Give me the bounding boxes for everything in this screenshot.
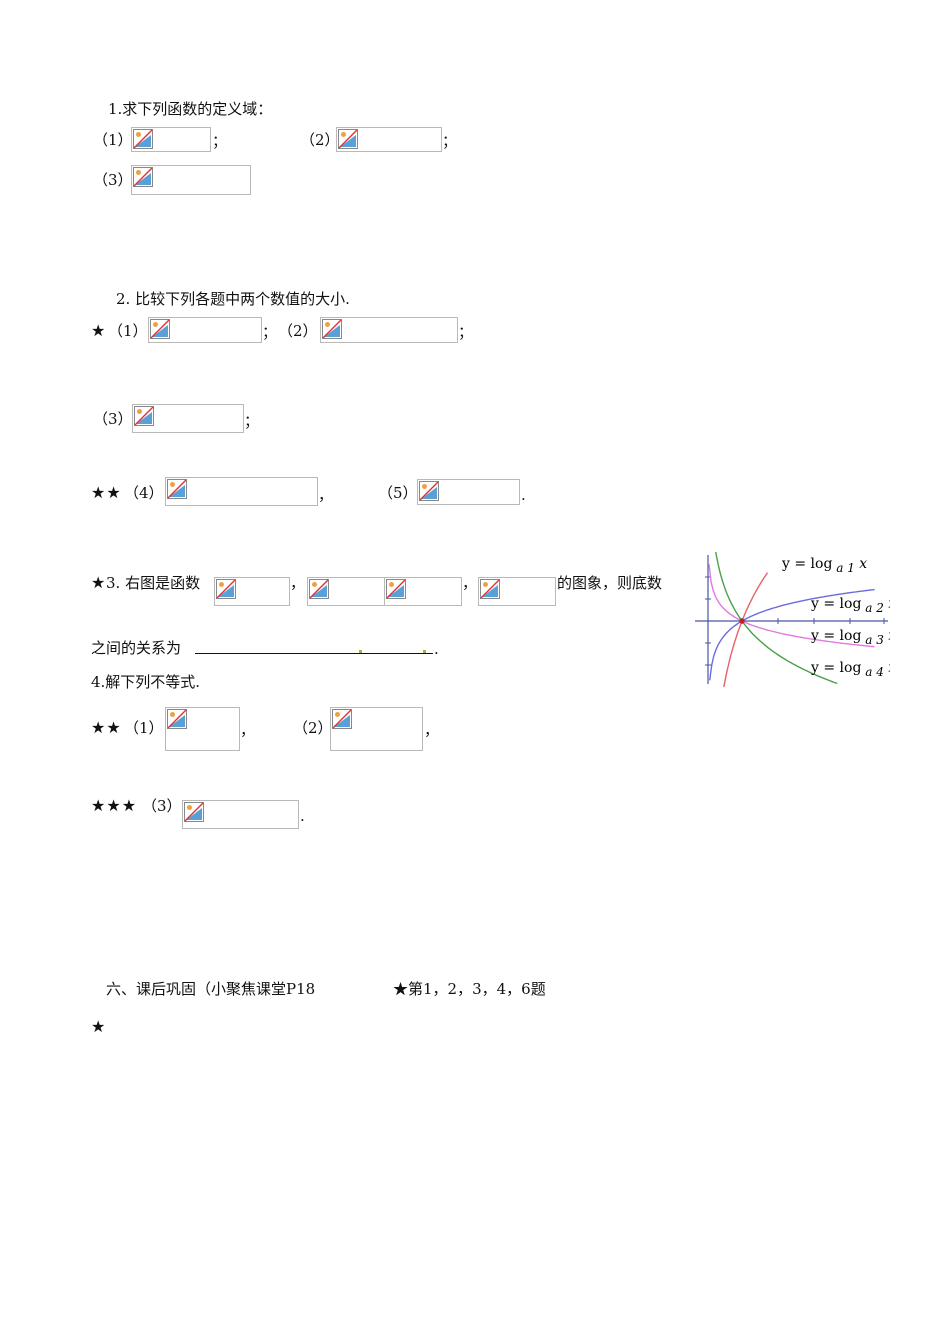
q3-text-c: 之间的关系为: [91, 639, 182, 657]
q4-item1-label: （1）: [124, 719, 164, 737]
broken-image-icon: [322, 319, 342, 339]
separator: ，: [318, 486, 334, 504]
separator: ；: [442, 132, 458, 150]
formula-image: [214, 577, 290, 606]
curve-a3: [708, 564, 875, 648]
marker-dot: [423, 650, 426, 653]
period: .: [300, 807, 305, 825]
broken-image-icon: [133, 167, 153, 187]
answer-blank[interactable]: [195, 653, 433, 654]
period: .: [434, 640, 439, 658]
q1-title: 1.求下列函数的定义域：: [108, 100, 273, 118]
section6-assignment: ★第1，2，3，4，6题: [393, 980, 546, 998]
separator: ，: [424, 721, 440, 739]
formula-image: [384, 577, 462, 606]
star-rating: ★★: [91, 483, 122, 502]
separator: ，: [290, 574, 306, 592]
period: .: [521, 486, 526, 504]
formula-image: [307, 577, 385, 606]
broken-image-icon: [133, 129, 153, 149]
curve-labels: y = log a 1 x y = log a 2 x y = log a 3 x y…: [781, 556, 890, 679]
q2-item2-label: （2）: [278, 322, 318, 340]
star-rating: ★: [91, 1017, 107, 1036]
broken-image-icon: [419, 481, 439, 501]
formula-image: [478, 577, 556, 606]
q1-item3-label: （3）: [93, 171, 133, 189]
axes: [695, 555, 888, 684]
curve-label: y = log a 4 x: [810, 660, 890, 679]
q2-item1-label: （1）: [108, 322, 148, 340]
formula-image: [182, 800, 299, 829]
separator: ；: [262, 323, 278, 341]
q1-item1-label: （1）: [93, 131, 133, 149]
formula-image: [148, 317, 262, 343]
q4-title: 4.解下列不等式.: [91, 673, 201, 691]
broken-image-icon: [167, 479, 187, 499]
formula-image: [165, 477, 318, 506]
star-rating: ★★: [91, 718, 122, 737]
broken-image-icon: [386, 579, 406, 599]
curve-label: y = log a 2 x: [810, 596, 890, 615]
broken-image-icon: [309, 579, 329, 599]
separator: ；: [212, 132, 228, 150]
curves: [708, 552, 875, 687]
separator: ；: [244, 412, 260, 430]
q2-title: 2. 比较下列各题中两个数值的大小.: [116, 290, 350, 308]
separator: ，: [240, 721, 256, 739]
broken-image-icon: [216, 579, 236, 599]
broken-image-icon: [184, 802, 204, 822]
q2-item5-label: （5）: [378, 484, 418, 502]
q3-text-b: 的图象，则底数: [557, 574, 663, 592]
log-graph-figure: y = log a 1 x y = log a 2 x y = log a 3 x y…: [695, 552, 890, 687]
separator: ；: [458, 323, 474, 341]
marker-dot: [359, 650, 362, 653]
broken-image-icon: [338, 129, 358, 149]
q2-item3-label: （3）: [93, 410, 133, 428]
q1-item2-label: （2）: [300, 131, 340, 149]
broken-image-icon: [167, 709, 187, 729]
curve-label: y = log a 3 x: [810, 628, 890, 647]
broken-image-icon: [480, 579, 500, 599]
formula-image: [131, 165, 251, 195]
broken-image-icon: [150, 319, 170, 339]
star-rating: ★: [91, 573, 107, 592]
q4-item2-label: （2）: [293, 719, 333, 737]
formula-image: [165, 707, 240, 751]
formula-image: [330, 707, 423, 751]
star-rating: ★: [91, 321, 107, 340]
curve-a4: [715, 552, 838, 685]
q2-item4-label: （4）: [124, 484, 164, 502]
q3-text-a: 3. 右图是函数: [106, 574, 201, 592]
separator: ，: [462, 574, 478, 592]
intersection-point: [739, 618, 745, 624]
star-rating: ★★★: [91, 796, 138, 815]
formula-image: [131, 127, 211, 152]
broken-image-icon: [134, 406, 154, 426]
broken-image-icon: [332, 709, 352, 729]
section6-title: 六、课后巩固（小聚焦课堂P18: [106, 980, 316, 998]
q4-item3-label: （3）: [142, 797, 182, 815]
formula-image: [417, 479, 520, 505]
formula-image: [132, 404, 244, 433]
formula-image: [336, 127, 442, 152]
curve-label: y = log a 1 x: [781, 556, 867, 575]
formula-image: [320, 317, 458, 343]
curve-a2: [709, 588, 875, 681]
